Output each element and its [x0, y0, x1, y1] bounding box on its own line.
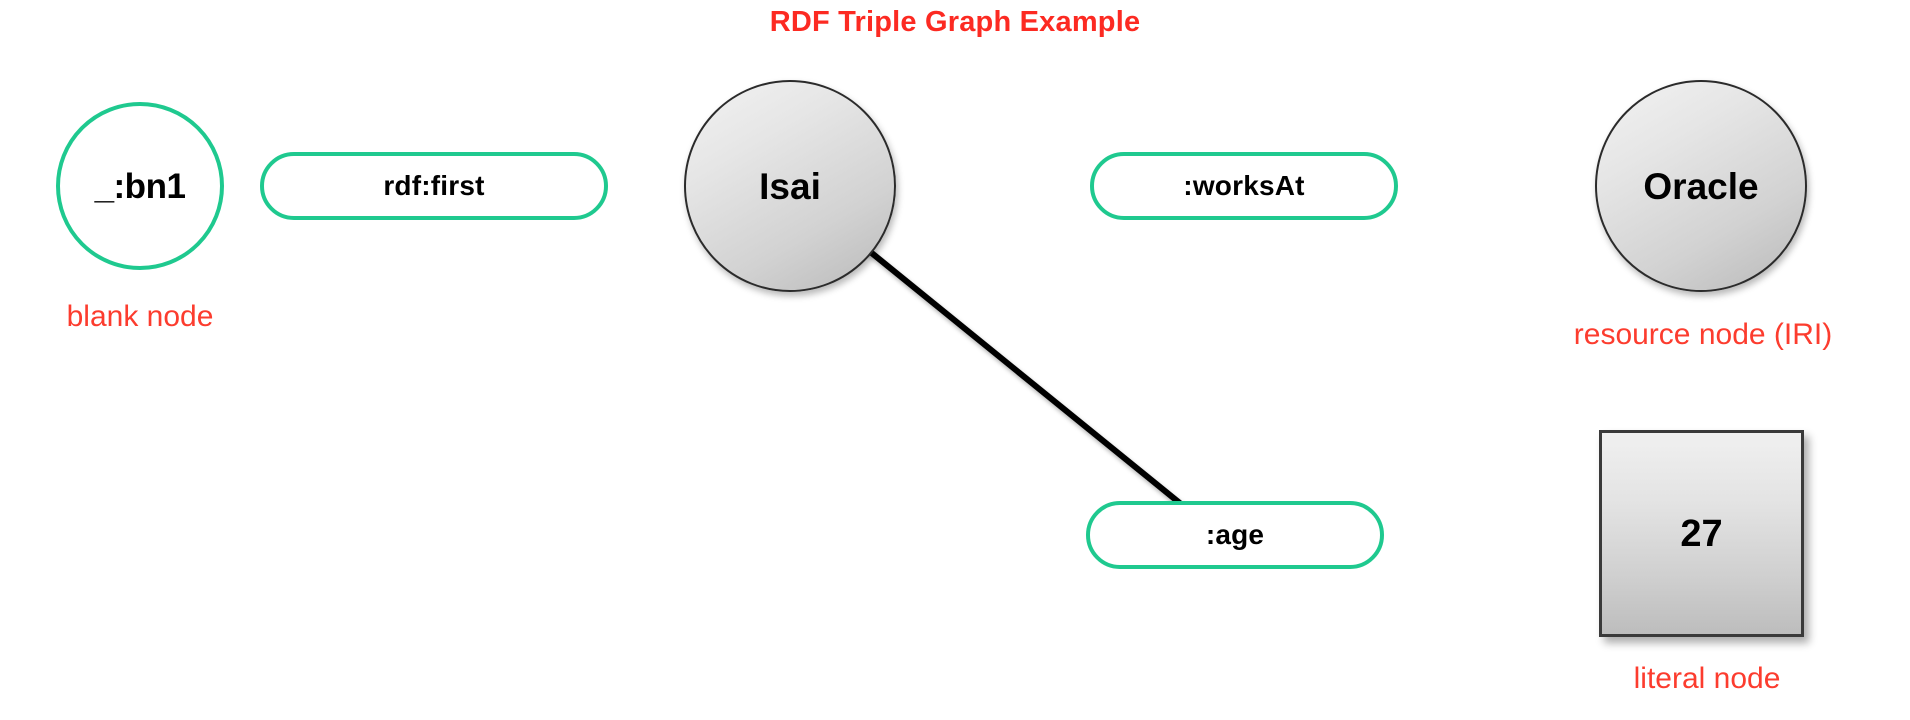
caption-literal-node: literal node: [1633, 662, 1781, 695]
node-label-bn1: _:bn1: [94, 166, 186, 206]
node-literal-27[interactable]: 27: [1599, 430, 1804, 637]
caption-resource-node: resource node (IRI): [1573, 318, 1833, 351]
predicate-label-age: :age: [1205, 519, 1265, 550]
node-resource-isai[interactable]: Isai: [684, 80, 896, 292]
caption-blank-node: blank node: [66, 300, 214, 333]
predicate-label-rdf-first: rdf:first: [383, 170, 485, 201]
node-label-27: 27: [1680, 512, 1723, 555]
predicate-pill-age[interactable]: :age: [1086, 501, 1384, 569]
predicate-pill-works-at[interactable]: :worksAt: [1090, 152, 1398, 220]
node-resource-oracle[interactable]: Oracle: [1595, 80, 1807, 292]
predicate-pill-rdf-first[interactable]: rdf:first: [260, 152, 608, 220]
page-title: RDF Triple Graph Example: [769, 6, 1141, 38]
edge-isai-to-age: [866, 247, 1194, 516]
node-label-isai: Isai: [759, 165, 821, 207]
node-label-oracle: Oracle: [1643, 165, 1759, 207]
predicate-label-works-at: :worksAt: [1183, 170, 1305, 201]
node-blank-bn1[interactable]: _:bn1: [56, 102, 224, 270]
